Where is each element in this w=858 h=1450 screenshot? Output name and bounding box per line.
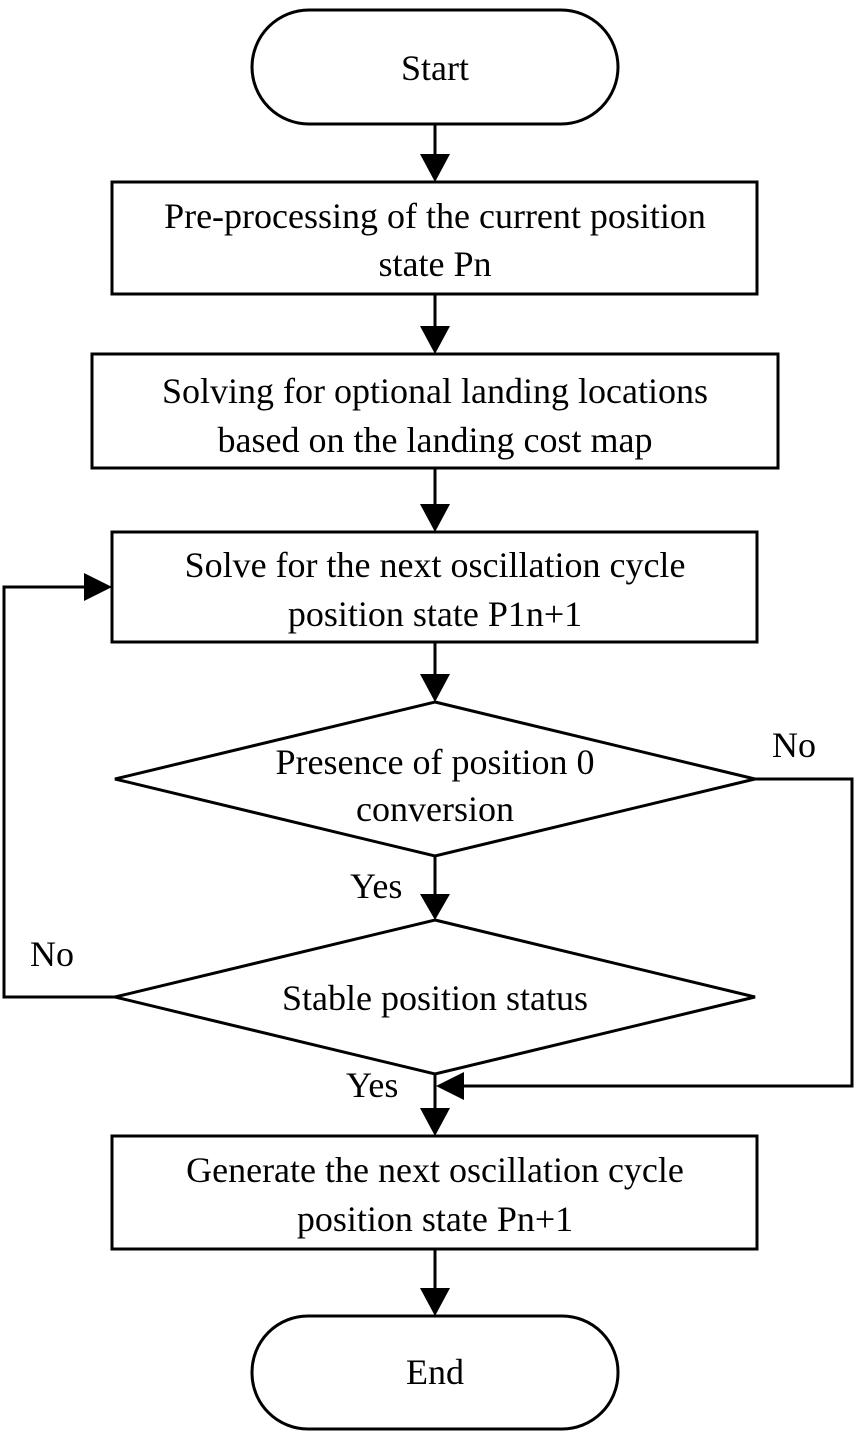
- arrowhead-conversion: [420, 674, 450, 702]
- arrowhead-end: [420, 1288, 450, 1316]
- conversion-decision-line2: conversion: [356, 789, 514, 829]
- next-cycle-solve-line1: Solve for the next oscillation cycle: [185, 545, 686, 585]
- conversion-no-label: No: [772, 725, 816, 765]
- stable-decision-line1: Stable position status: [282, 978, 588, 1018]
- next-cycle-solve-line2: position state P1n+1: [288, 594, 582, 634]
- next-cycle-solve-box: [110, 530, 759, 644]
- arrowhead-conversion-no: [436, 1072, 464, 1100]
- arrowhead-stable-no: [84, 573, 112, 601]
- landing-solve-line2: based on the landing cost map: [218, 420, 653, 460]
- generate-line1: Generate the next oscillation cycle: [186, 1150, 684, 1190]
- arrowhead-generate: [420, 1108, 450, 1136]
- landing-solve-line1: Solving for optional landing locations: [162, 371, 708, 411]
- conversion-yes-label: Yes: [350, 866, 402, 906]
- preprocess-line1: Pre-processing of the current position: [164, 196, 706, 236]
- stable-yes-label: Yes: [346, 1065, 398, 1105]
- end-terminator: [250, 1314, 620, 1431]
- stable-no-connector: [2, 585, 115, 999]
- start-label: Start: [401, 48, 469, 88]
- preprocess-box: [110, 180, 759, 296]
- generate-line2: position state Pn+1: [297, 1199, 573, 1239]
- conversion-decision-line1: Presence of position 0: [276, 742, 595, 782]
- stable-no-label: No: [30, 934, 74, 974]
- conversion-no-connector: [464, 777, 854, 1088]
- arrowhead-landing: [420, 326, 450, 354]
- arrowhead-next: [420, 504, 450, 532]
- arrowhead-stable: [420, 894, 450, 920]
- arrowhead-preprocess: [420, 154, 450, 182]
- preprocess-line2: state Pn: [379, 244, 492, 284]
- end-label: End: [406, 1352, 464, 1392]
